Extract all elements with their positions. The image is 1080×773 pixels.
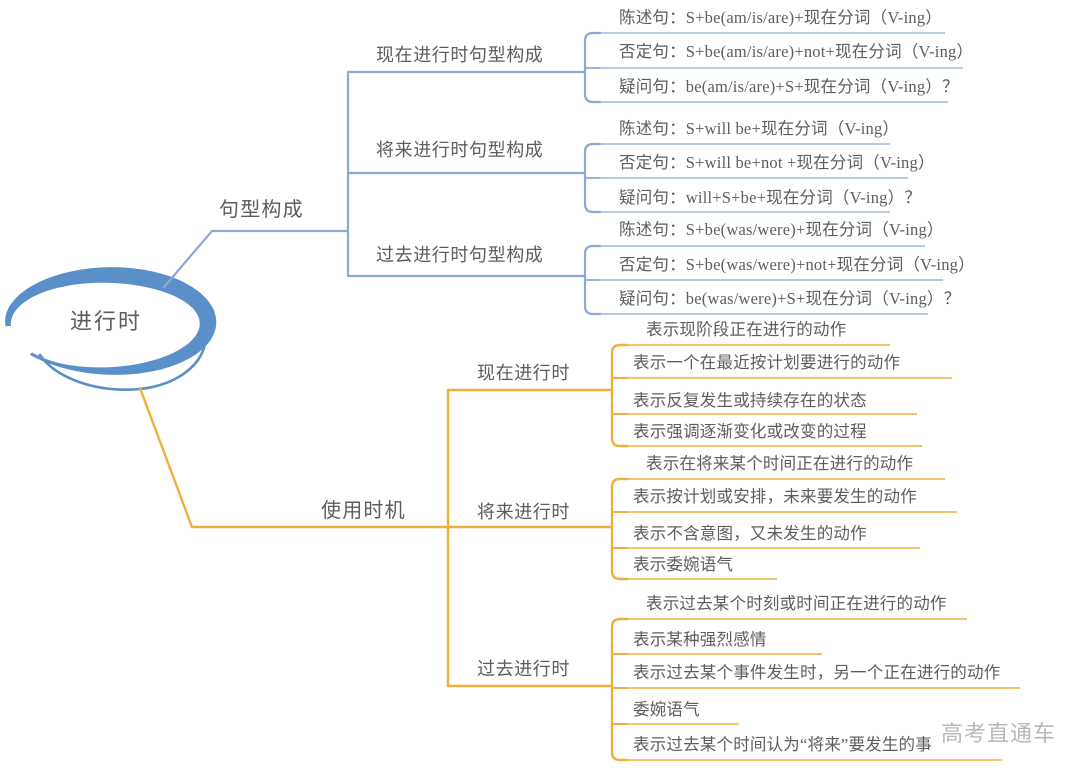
leaf-node: 陈述句：S+be(was/were)+现在分词（V-ing） — [619, 220, 944, 239]
leaf-node: 表示过去某个时间认为“将来”要发生的事 — [633, 735, 932, 754]
watermark-label: 高考直通车 — [941, 721, 1057, 746]
leaf-node: 表示不含意图，又未发生的动作 — [633, 524, 867, 543]
leaf-node: 表示按计划或安排，未来要发生的动作 — [633, 487, 917, 506]
leaf-node: 表示强调逐渐变化或改变的过程 — [633, 422, 867, 441]
leaf-node: 否定句：S+be(am/is/are)+not+现在分词（V-ing） — [619, 42, 974, 61]
branch-stem-sentence-structure — [162, 229, 350, 289]
group-label-past-usage: 过去进行时 — [477, 659, 570, 679]
leaf-node: 否定句：S+will be+not +现在分词（V-ing） — [619, 153, 935, 172]
branch-label-usage: 使用时机 — [321, 500, 406, 522]
leaf-bracket-orange-2 — [610, 617, 629, 762]
leaf-node: 委婉语气 — [633, 700, 700, 719]
leaf-bracket-blue-2 — [583, 244, 602, 316]
leaf-node: 表示在将来某个时间正在进行的动作 — [646, 454, 914, 473]
leaf-node: 表示过去某个时刻或时间正在进行的动作 — [646, 594, 947, 613]
leaf-bracket-blue-0 — [583, 31, 602, 104]
leaf-node: 否定句：S+be(was/were)+not+现在分词（V-ing） — [619, 255, 975, 274]
root-ellipse-tail — [38, 329, 207, 391]
leaf-node: 表示反复发生或持续存在的状态 — [633, 391, 867, 410]
leaf-node: 陈述句：S+will be+现在分词（V-ing） — [619, 119, 900, 138]
leaf-bracket-blue-1 — [583, 142, 602, 214]
leaf-bracket-orange-1 — [610, 477, 629, 581]
group-label-future-usage: 将来进行时 — [477, 502, 570, 522]
leaf-node: 疑问句：be(am/is/are)+S+现在分词（V-ing）？ — [619, 77, 959, 96]
group-label-present-usage: 现在进行时 — [477, 363, 570, 383]
group-label-present-structure: 现在进行时句型构成 — [376, 45, 544, 65]
leaf-node: 表示过去某个事件发生时，另一个正在进行的动作 — [633, 663, 1001, 682]
leaf-node: 表示一个在最近按计划要进行的动作 — [633, 353, 901, 372]
leaf-node: 陈述句：S+be(am/is/are)+现在分词（V-ing） — [619, 8, 943, 27]
branch-label-sentence-structure: 句型构成 — [219, 199, 304, 221]
leaf-node: 表示委婉语气 — [633, 555, 734, 574]
root-node-label: 进行时 — [70, 309, 143, 334]
group-label-past-structure: 过去进行时句型构成 — [376, 245, 544, 265]
leaf-node: 表示现阶段正在进行的动作 — [646, 320, 847, 339]
leaf-node: 疑问句：be(was/were)+S+现在分词（V-ing）？ — [619, 289, 961, 308]
leaf-bracket-orange-0 — [610, 343, 629, 448]
group-label-future-structure: 将来进行时句型构成 — [376, 140, 544, 160]
leaf-node: 表示某种强烈感情 — [633, 630, 767, 649]
leaf-node: 疑问句：will+S+be+现在分词（V-ing）？ — [619, 188, 922, 207]
